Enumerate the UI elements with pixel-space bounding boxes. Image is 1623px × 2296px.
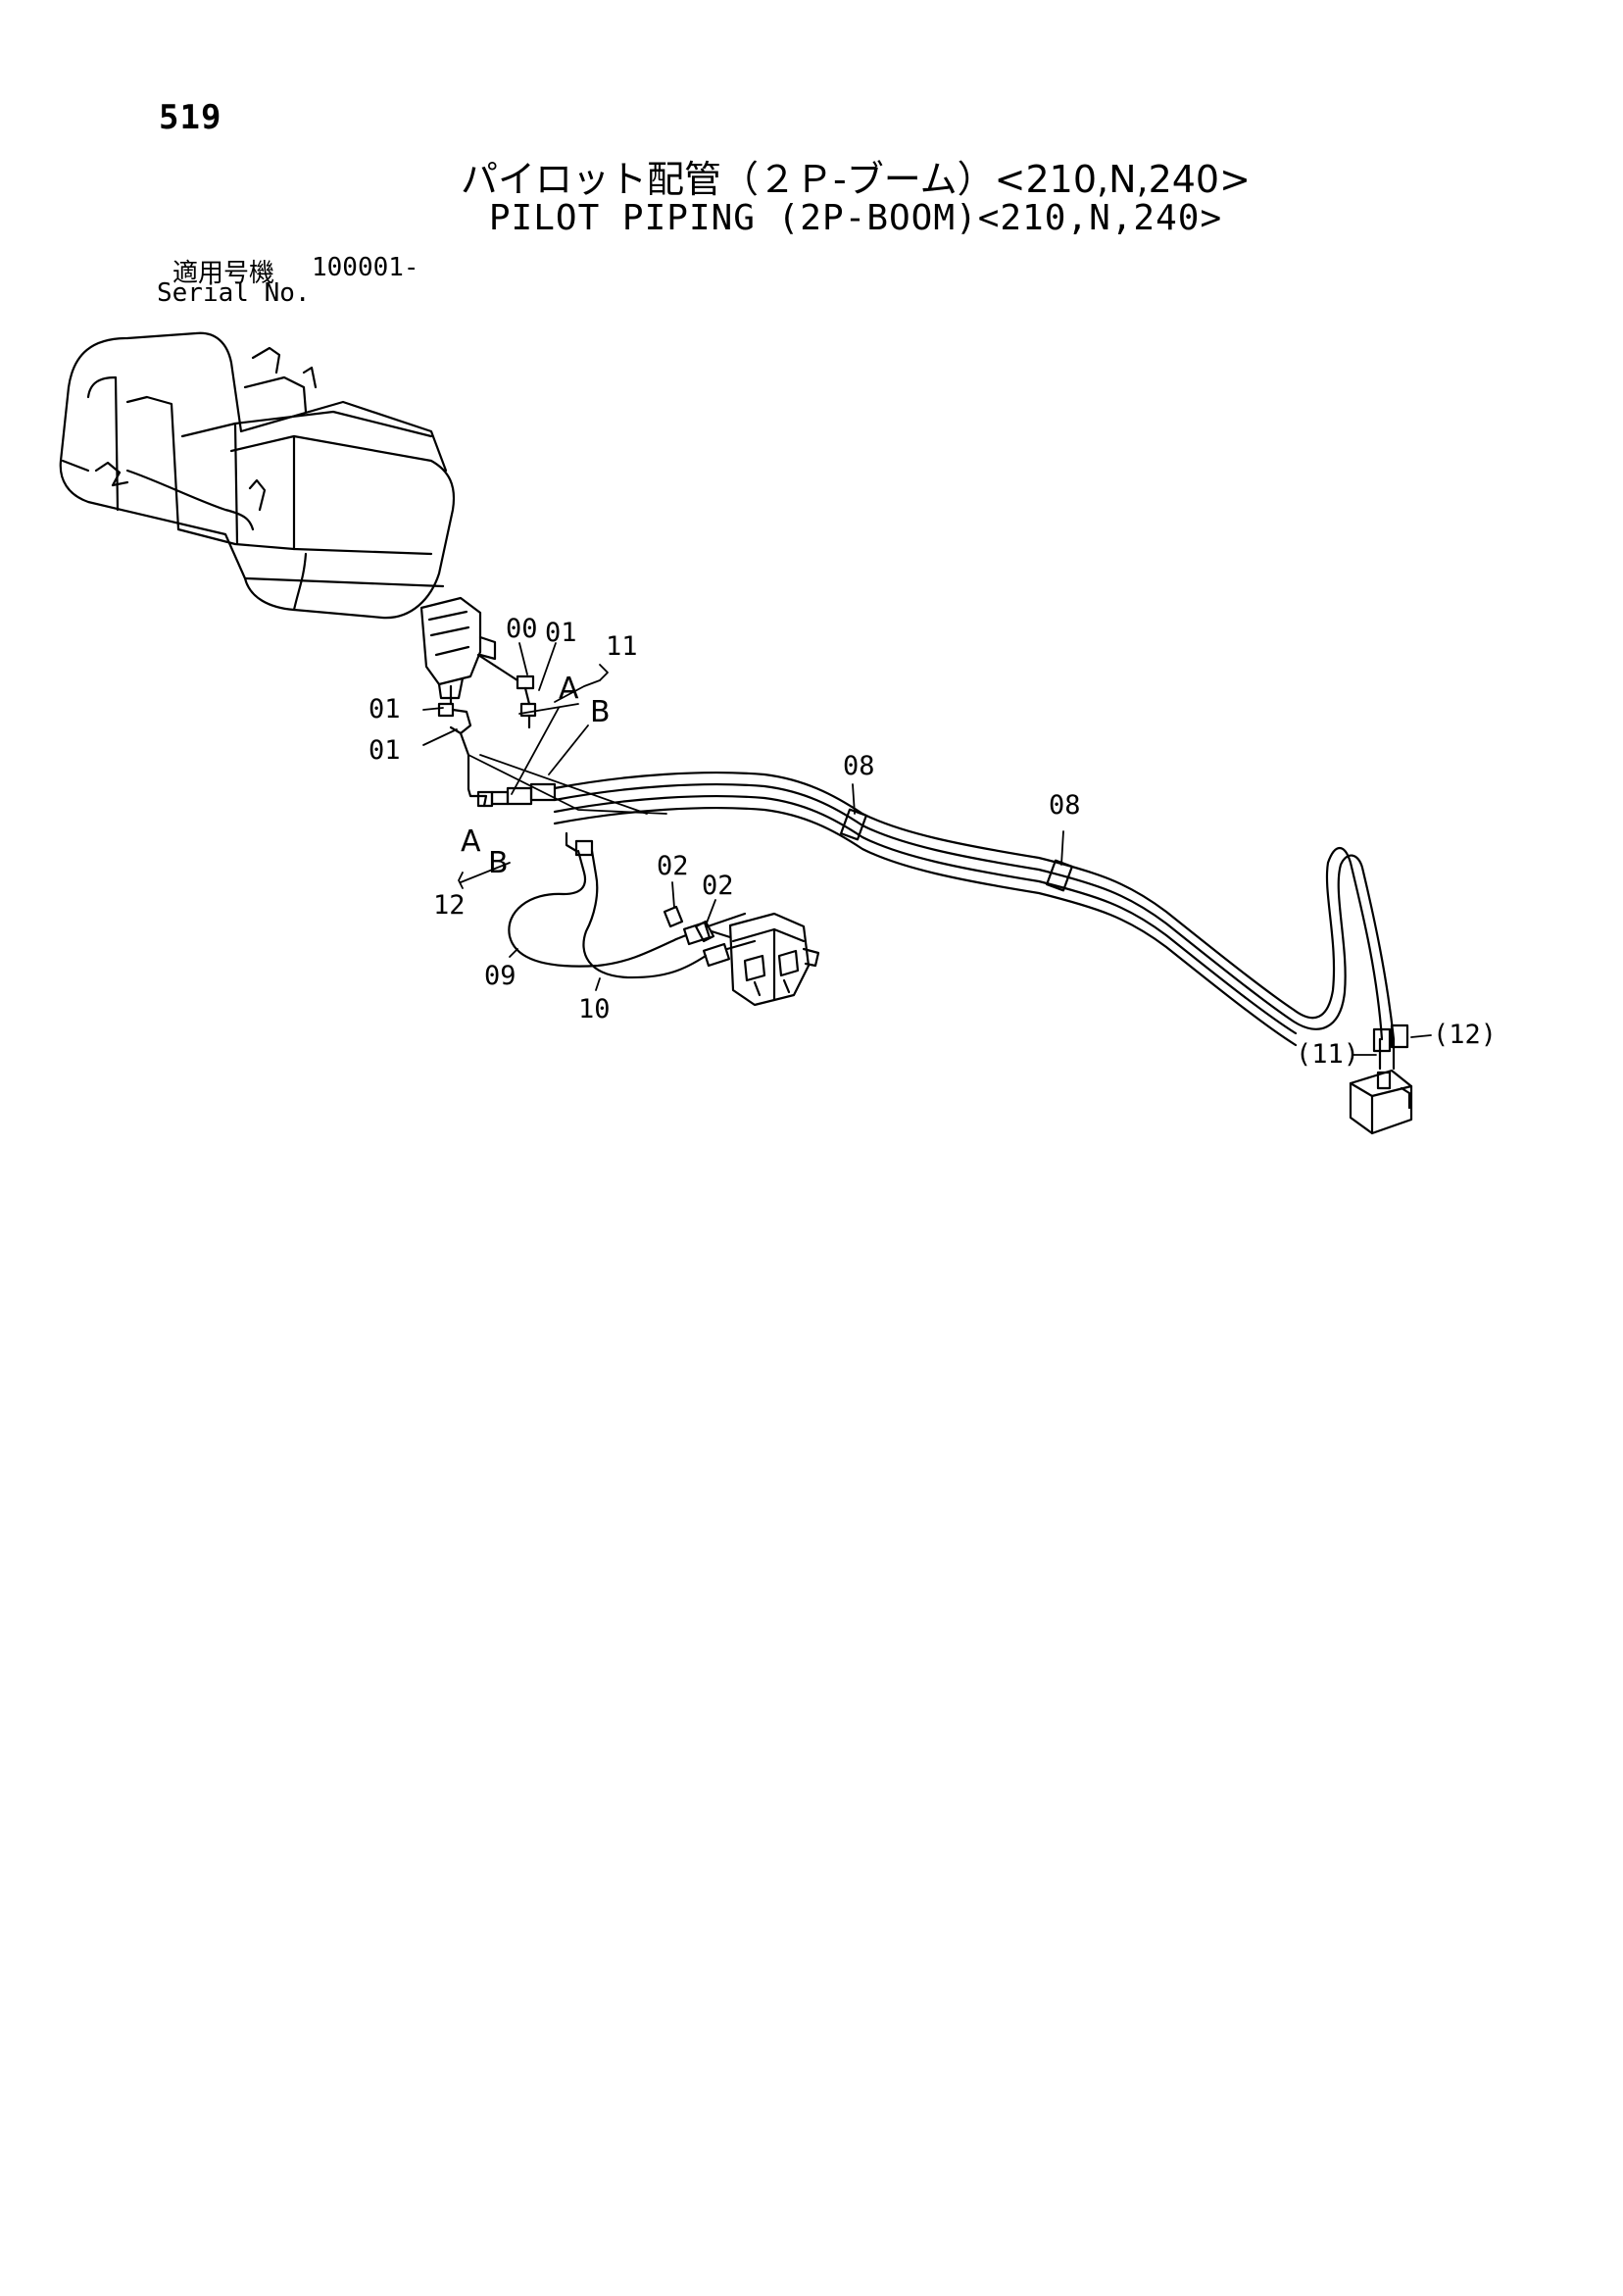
callout-10: 10 (578, 994, 611, 1024)
callout-12-reference: (12) (1433, 1020, 1497, 1050)
serial-label-japanese: 適用号機 (172, 259, 275, 288)
callout-02: 02 (702, 871, 734, 901)
control-valve-block (663, 905, 820, 1007)
pilot-valve (419, 596, 497, 700)
callout-11: 11 (606, 631, 638, 662)
valve-fittings (437, 653, 557, 808)
callout-00: 00 (506, 614, 538, 644)
callout-B: B (488, 846, 509, 880)
serial-label-english: Serial No. (157, 278, 311, 308)
serial-number-value: 100001- (312, 253, 419, 282)
callout-11-reference: (11) (1296, 1039, 1359, 1070)
excavator-overview-drawing (59, 331, 456, 620)
callout-B: B (590, 695, 611, 729)
page-title-english: PILOT PIPING (2P-BOOM)<210,N,240> (488, 198, 1223, 238)
callout-01: 01 (545, 618, 577, 648)
callout-12: 12 (433, 890, 466, 921)
long-pilot-hoses (553, 772, 1396, 1047)
callout-A: A (559, 672, 579, 706)
callout-labels: 00 01 01 01 11 A B A B 12 08 08 02 02 09… (369, 614, 1497, 1070)
callout-08: 08 (1049, 790, 1081, 821)
right-end-block (1349, 1023, 1413, 1135)
callout-09: 09 (484, 961, 516, 991)
page-number: 519 (159, 98, 222, 137)
page-title-japanese: パイロット配管（２Ｐ-ブーム）<210,N,240> (461, 158, 1251, 201)
hose-clamp (839, 808, 1074, 892)
callout-A: A (461, 824, 481, 859)
callout-01: 01 (369, 735, 401, 766)
leader-lines (422, 642, 1432, 1056)
hoses-09-10 (508, 831, 757, 979)
callout-02: 02 (657, 851, 689, 881)
callout-01: 01 (369, 694, 401, 724)
callout-08: 08 (843, 751, 875, 781)
